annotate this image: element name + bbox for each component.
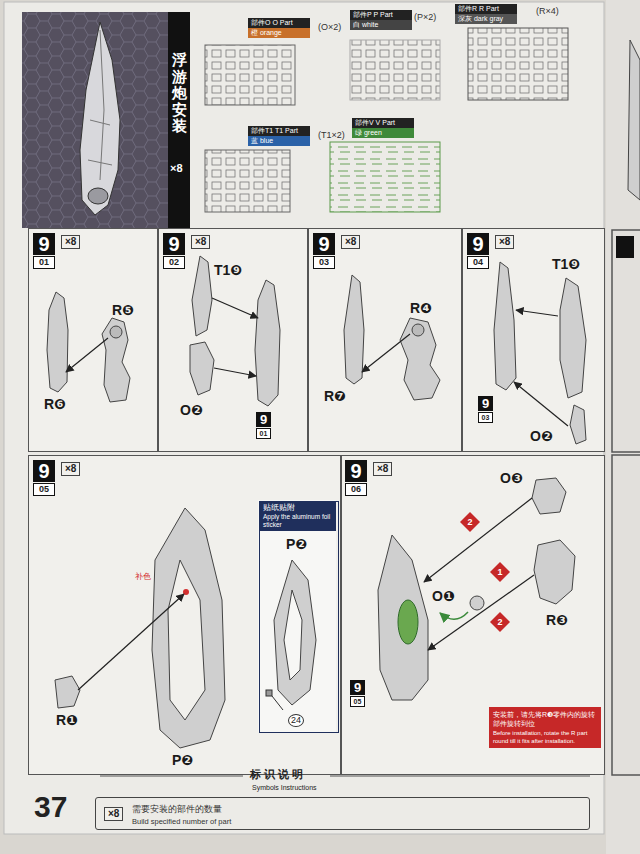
step-number: 9 [313,233,335,255]
part-callout: O❷ [530,428,553,444]
part-count: (R×4) [536,6,559,17]
part-tag: 部件T1 T1 Part蓝 blue [248,126,314,150]
tag-name: 部件O O Part [248,18,310,28]
quantity-badge: ×8 [495,235,514,249]
ref-step: 9 [478,396,493,411]
quantity-badge: ×8 [61,235,80,249]
footer-subtitle: Symbols Instructions [252,783,317,792]
quantity-badge: ×8 [191,235,210,249]
substep-number: 04 [467,256,489,269]
note-text: 补色 [135,572,151,582]
ref-substep: 05 [350,696,365,707]
part-callout: P❷ [172,752,193,768]
part-count: (P×2) [414,12,436,23]
part-callout: T1❾ [214,262,242,278]
hero-panel: 浮游炮安装 ×8 [22,12,191,228]
page-number: 37 [34,790,67,824]
part-callout: R❺ [112,302,134,318]
warning-text: Before installation, rotate the R part r… [493,729,597,745]
step-number: 9 [345,460,367,482]
part-callout: R❶ [56,712,78,728]
part-callout: P❷ [286,536,307,552]
order-marker: 2 [463,515,477,529]
part-callout: R❹ [410,300,432,316]
quantity-badge: ×8 [170,162,183,174]
ref-substep: 03 [478,412,493,423]
substep-number: 03 [313,256,335,269]
sticker-number: 24 [288,714,304,727]
warning-note: 安装前，请先将R❸零件内的旋转部件旋转到位Before installation… [489,707,601,748]
part-count: (T1×2) [318,130,345,141]
step-panel: 902×8 [158,228,308,452]
legend-text: Build specified number of part [132,817,231,827]
part-callout: O❸ [500,470,523,486]
step-number: 9 [163,233,185,255]
sticker-heading: 贴纸贴附 [260,502,336,513]
legend-box: ×8 需要安装的部件的数量 Build specified number of pa… [95,797,590,830]
quantity-badge: ×8 [61,462,80,476]
warning-text: 安装前，请先将R❸零件内的旋转部件旋转到位 [493,710,597,728]
part-tag: 部件R R Part深灰 dark gray [455,4,521,28]
substep-number: 01 [33,256,55,269]
tag-name: 部件V V Part [352,118,414,128]
quantity-badge: ×8 [373,462,392,476]
step-number: 9 [33,460,55,482]
part-callout: R❻ [44,396,66,412]
sticker-note: Apply the aluminum foil sticker [260,513,336,531]
sticker-box: 贴纸贴附Apply the aluminum foil stickerP❷ 24 [259,501,339,733]
substep-number: 06 [345,483,367,496]
tag-name: 部件R R Part [455,4,517,14]
part-count: (O×2) [318,22,341,33]
part-tag: 部件V V Part绿 green [352,118,418,142]
tag-color: 深灰 dark gray [455,14,517,24]
order-marker: 1 [493,565,507,579]
tag-color: 白 white [350,20,412,30]
tag-color: 蓝 blue [248,136,310,146]
substep-number: 05 [33,483,55,496]
step-panel: 901 ×8 [28,228,158,452]
part-tag: 部件O O Part橙 orange [248,18,314,42]
footer-title: 标识说明 [250,768,306,781]
quantity-badge: ×8 [341,235,360,249]
ref-substep: 01 [256,428,271,439]
tag-color: 橙 orange [248,28,310,38]
legend-text: 需要安装的部件的数量 [132,803,222,815]
part-callout: R❼ [324,388,346,404]
ref-step: 9 [350,680,365,695]
step-panel: 903 ×8 [308,228,462,452]
part-callout: R❸ [546,612,568,628]
order-marker: 2 [493,615,507,629]
part-tag: 部件P P Part白 white [350,10,416,34]
substep-number: 02 [163,256,185,269]
section-title: 浮游炮安装 [172,52,187,135]
tag-color: 绿 green [352,128,414,138]
part-callout: O❶ [432,588,455,604]
part-callout: T1❾ [552,256,580,272]
step-number: 9 [33,233,55,255]
quantity-badge: ×8 [104,807,123,821]
tag-name: 部件P P Part [350,10,412,20]
tag-name: 部件T1 T1 Part [248,126,310,136]
part-callout: O❷ [180,402,203,418]
ref-step: 9 [256,412,271,427]
step-number: 9 [467,233,489,255]
